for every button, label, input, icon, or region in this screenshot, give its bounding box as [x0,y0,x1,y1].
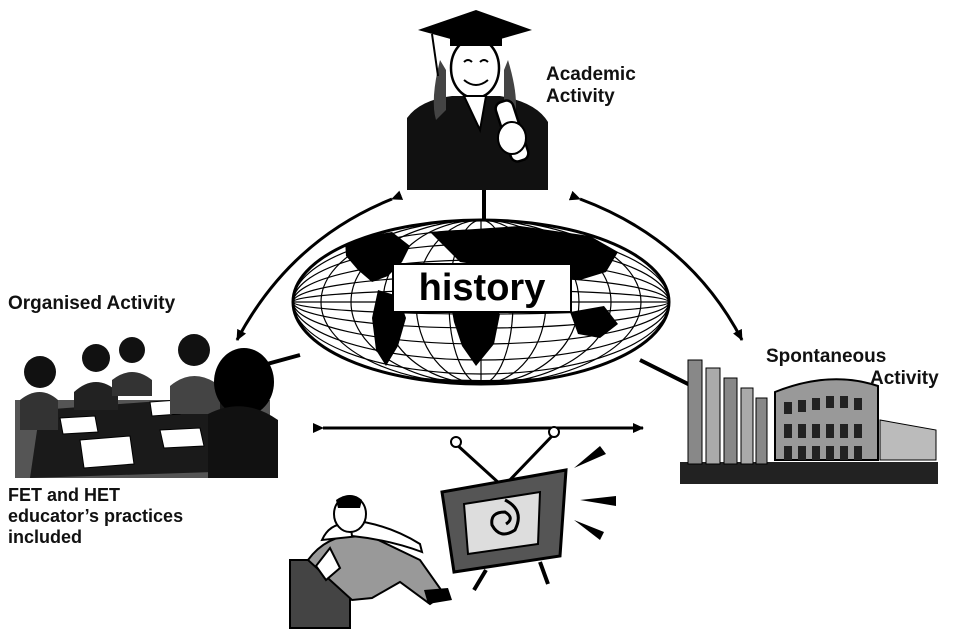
ruins-illustration [680,359,938,484]
organised-activity-title: Organised Activity [8,293,176,314]
tv-viewer-illustration [289,426,616,629]
academic-activity-label: Academic Activity [546,64,636,108]
spontaneous-activity-line2: Activity [870,368,939,389]
spontaneous-activity-label: Spontaneous Activity [766,346,956,390]
academic-activity-line2: Activity [546,86,615,107]
organised-note-line2: educator’s practices [8,506,184,526]
organised-note-line1: FET and HET [8,485,120,505]
arrow-academic-to-organised [235,190,404,341]
organised-note-line3: included [8,527,83,547]
center-label-history: history [392,263,572,313]
organised-activity-note: FET and HET educator’s practices include… [8,485,183,548]
meeting-illustration [15,334,278,478]
arrow-academic-to-spontaneous [568,190,744,341]
graduate-illustration [407,10,548,190]
spontaneous-activity-line1: Spontaneous [766,346,887,367]
academic-activity-line1: Academic [546,64,636,85]
